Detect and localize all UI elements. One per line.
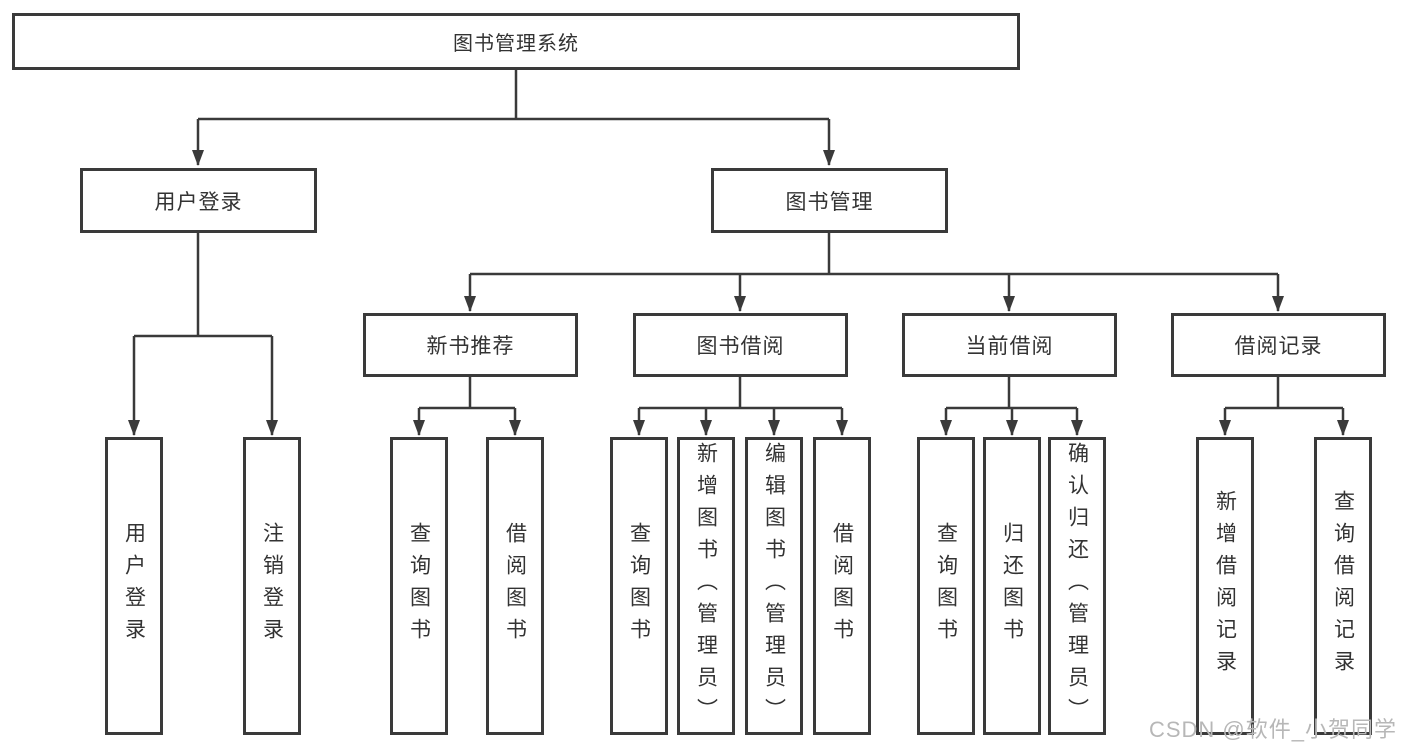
leaf-records-add: 新增借阅记录	[1196, 437, 1254, 735]
node-root: 图书管理系统	[12, 13, 1020, 70]
leaf-borrow-query: 查询图书	[610, 437, 668, 735]
node-current-borrow: 当前借阅	[902, 313, 1117, 377]
watermark: CSDN @软件_小贺同学	[1148, 717, 1397, 742]
leaf-new-books-query: 查询图书	[390, 437, 448, 735]
leaf-user-login-logout: 注销登录	[243, 437, 301, 735]
leaf-borrow-borrow: 借阅图书	[813, 437, 871, 735]
node-book-borrow: 图书借阅	[633, 313, 848, 377]
leaf-borrow-edit: 编辑图书（管理员）	[745, 437, 803, 735]
leaf-current-confirm-return: 确认归还（管理员）	[1048, 437, 1106, 735]
leaf-borrow-add: 新增图书（管理员）	[677, 437, 735, 735]
node-user-login: 用户登录	[80, 168, 317, 233]
node-new-books: 新书推荐	[363, 313, 578, 377]
node-borrow-records: 借阅记录	[1171, 313, 1386, 377]
leaf-new-books-borrow: 借阅图书	[486, 437, 544, 735]
leaf-records-query: 查询借阅记录	[1314, 437, 1372, 735]
leaf-user-login-login: 用户登录	[105, 437, 163, 735]
leaf-current-return: 归还图书	[983, 437, 1041, 735]
node-book-management: 图书管理	[711, 168, 948, 233]
leaf-current-query: 查询图书	[917, 437, 975, 735]
